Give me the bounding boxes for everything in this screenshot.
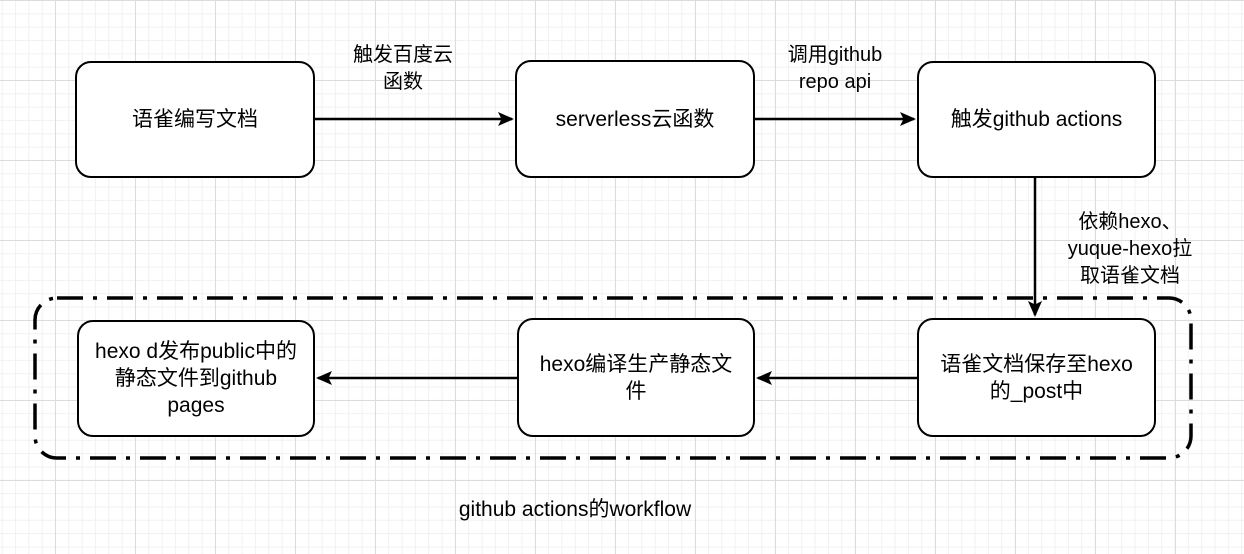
node-serverless-function: serverless云函数 [515,60,755,178]
node-save-to-hexo-post: 语雀文档保存至hexo 的_post中 [917,318,1156,437]
edge-label-depend-yuque-hexo: 依赖hexo、 yuque-hexo拉 取语雀文档 [1067,211,1193,287]
workflow-caption: github actions的workflow [458,498,692,521]
node-hexo-deploy-pages: hexo d发布public中的 静态文件到github pages [77,320,315,437]
node-hexo-generate-static: hexo编译生产静态文 件 [517,318,755,437]
edge-label-trigger-baiduyun: 触发百度云 函数 [353,44,453,93]
node-trigger-github-actions: 触发github actions [917,61,1156,178]
edge-label-call-github-repo-api: 调用github repo api [787,44,883,93]
node-yuque-write: 语雀编写文档 [75,61,315,178]
